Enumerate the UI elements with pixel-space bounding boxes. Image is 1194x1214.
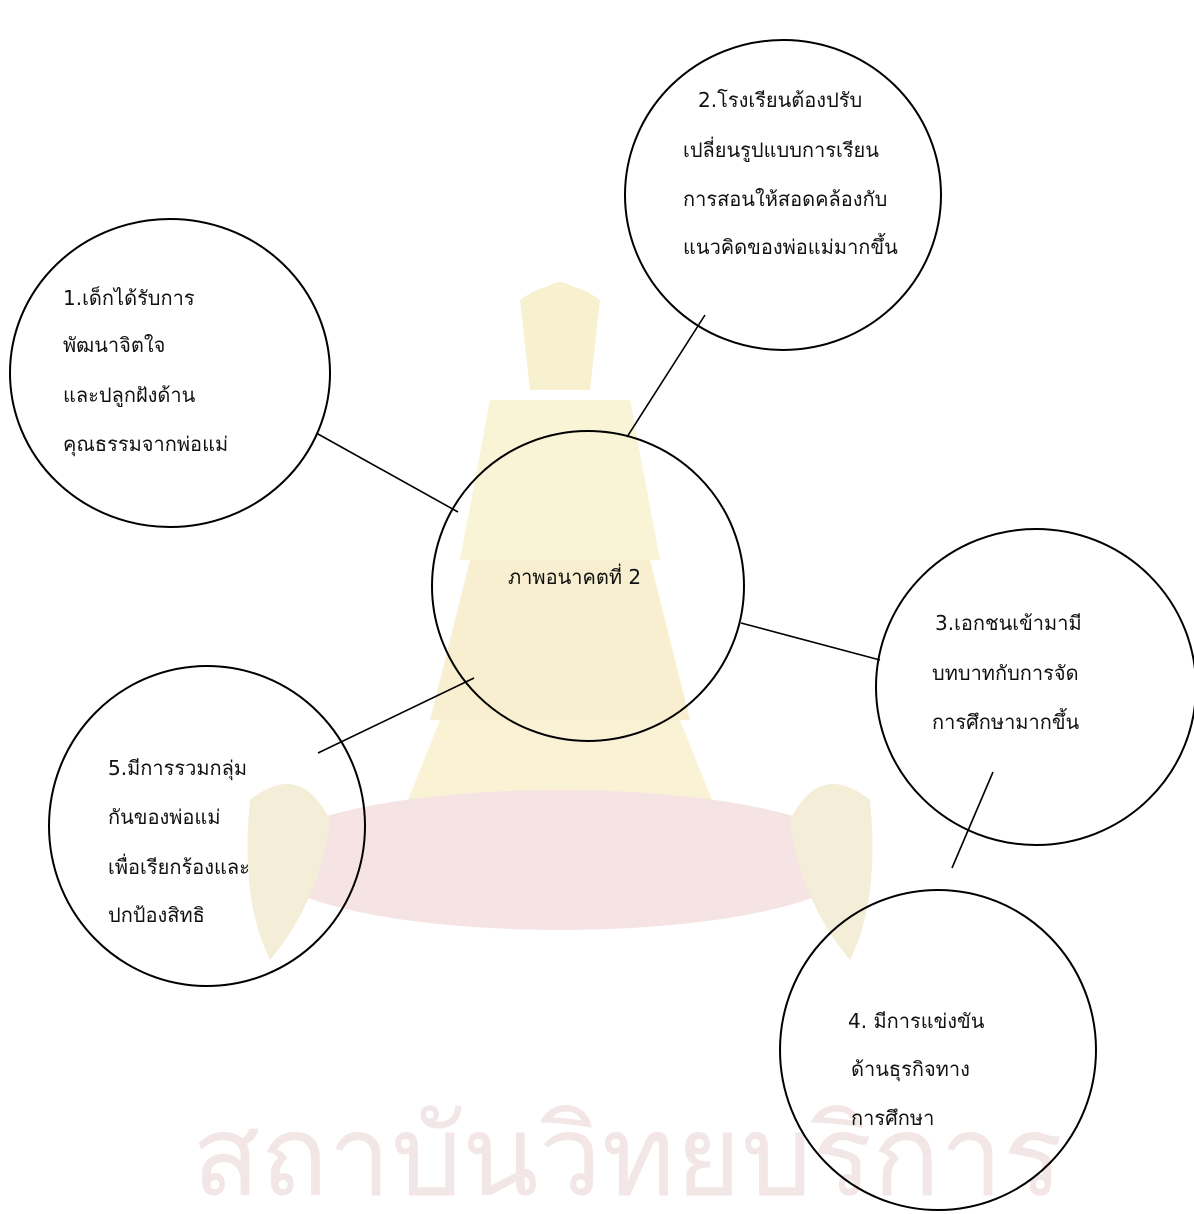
node-1-line-2: พัฒนาจิตใจ xyxy=(63,333,165,357)
node-circle-1 xyxy=(9,218,331,528)
node-circle-4 xyxy=(779,889,1097,1211)
node-2-line-2: เปลี่ยนรูปแบบการเรียน xyxy=(683,136,879,163)
node-4-line-1: 4. มีการแข่งขัน xyxy=(848,1009,985,1033)
node-3-line-1: 3.เอกชนเข้ามามี xyxy=(935,611,1082,635)
node-2-text: 2.โรงเรียนต้องปรับ เปลี่ยนรูปแบบการเรียน… xyxy=(683,88,898,259)
node-circle-5 xyxy=(48,665,366,987)
node-2-line-1: 2.โรงเรียนต้องปรับ xyxy=(698,88,862,112)
node-1-line-3: และปลูกฝังด้าน xyxy=(63,383,196,408)
node-3-text: 3.เอกชนเข้ามามี บทบาทกับการจัด การศึกษาม… xyxy=(932,611,1082,734)
node-1-line-1: 1.เด็กได้รับการ xyxy=(63,285,195,310)
node-2-line-4: แนวคิดของพ่อแม่มากขึ้น xyxy=(683,233,898,259)
connector-2 xyxy=(626,314,706,438)
node-circle-3 xyxy=(875,528,1194,846)
center-circle xyxy=(431,430,745,742)
node-2-line-3: การสอนให้สอดคล้องกับ xyxy=(683,187,887,211)
connector-5 xyxy=(317,677,475,754)
node-1-text: 1.เด็กได้รับการ พัฒนาจิตใจ และปลูกฝังด้า… xyxy=(63,285,228,457)
watermark-text: สถาบันวิทยบริการ xyxy=(192,1092,1063,1214)
node-circle-2 xyxy=(624,39,942,351)
node-5-line-4: ปกป้องสิทธิ xyxy=(108,903,205,927)
node-3-line-2: บทบาทกับการจัด xyxy=(932,661,1079,685)
node-5-text: 5.มีการรวมกลุ่ม กันของพ่อแม่ เพื่อเรียกร… xyxy=(108,756,250,927)
connector-4 xyxy=(951,771,994,869)
node-5-line-2: กันของพ่อแม่ xyxy=(108,805,221,829)
connector-3 xyxy=(740,622,881,661)
node-5-line-1: 5.มีการรวมกลุ่ม xyxy=(108,756,247,781)
node-4-text: 4. มีการแข่งขัน ด้านธุรกิจทาง การศึกษา xyxy=(848,1009,985,1130)
center-label: ภาพอนาคตที่ 2 xyxy=(508,563,641,589)
connector-1 xyxy=(317,433,459,513)
node-5-line-3: เพื่อเรียกร้องและ xyxy=(108,853,250,879)
node-circles xyxy=(9,39,1194,1211)
node-1-line-4: คุณธรรมจากพ่อแม่ xyxy=(63,432,228,457)
watermark-emblem-icon xyxy=(247,282,873,960)
node-4-line-2: ด้านธุรกิจทาง xyxy=(851,1057,970,1082)
node-3-line-3: การศึกษามากขึ้น xyxy=(932,708,1079,734)
node-4-line-3: การศึกษา xyxy=(851,1106,934,1130)
connectors xyxy=(317,314,994,869)
